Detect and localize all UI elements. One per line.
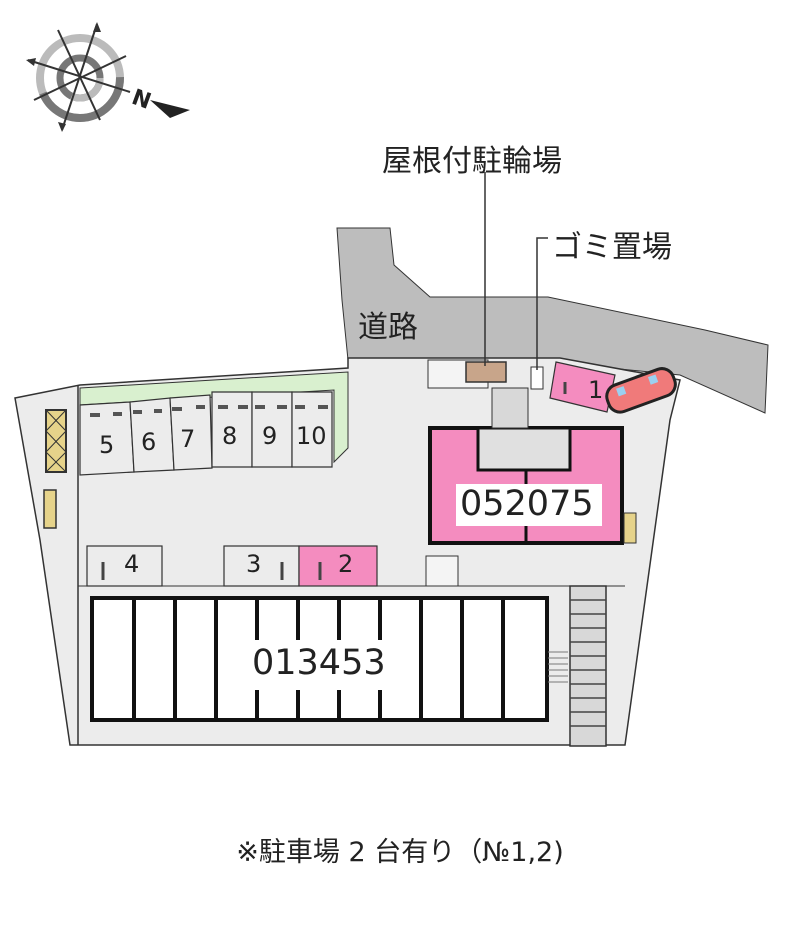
label-garbage-area: ゴミ置場 [552, 230, 672, 265]
building-label-052075: 052075 [460, 484, 594, 524]
label-covered-bicycle-parking: 屋根付駐輪場 [382, 144, 562, 179]
parking-space-4: 4 [124, 550, 140, 578]
parking-space-1: 1 [588, 376, 604, 404]
parking-space-7: 7 [180, 425, 196, 453]
compass-rose-icon: N [26, 22, 190, 132]
building-013453 [90, 585, 607, 747]
parking-space-6: 6 [141, 428, 157, 456]
car-icon [605, 367, 677, 414]
parking-space-9: 9 [262, 422, 278, 450]
building-label-013453: 013453 [252, 643, 386, 683]
parking-space-3: 3 [246, 550, 262, 578]
bike-shed [465, 361, 507, 383]
parking-space-5: 5 [99, 431, 115, 459]
parking-row-top [79, 391, 333, 476]
svg-text:N: N [128, 85, 154, 115]
building-052075 [425, 387, 637, 587]
garbage-area [530, 366, 544, 390]
label-road: 道路 [358, 310, 418, 345]
parking-note: ※駐車場 2 台有り（№1,2) [236, 837, 564, 868]
parking-space-8: 8 [222, 422, 238, 450]
parking-space-10: 10 [296, 422, 327, 450]
parking-space-2: 2 [338, 550, 354, 578]
